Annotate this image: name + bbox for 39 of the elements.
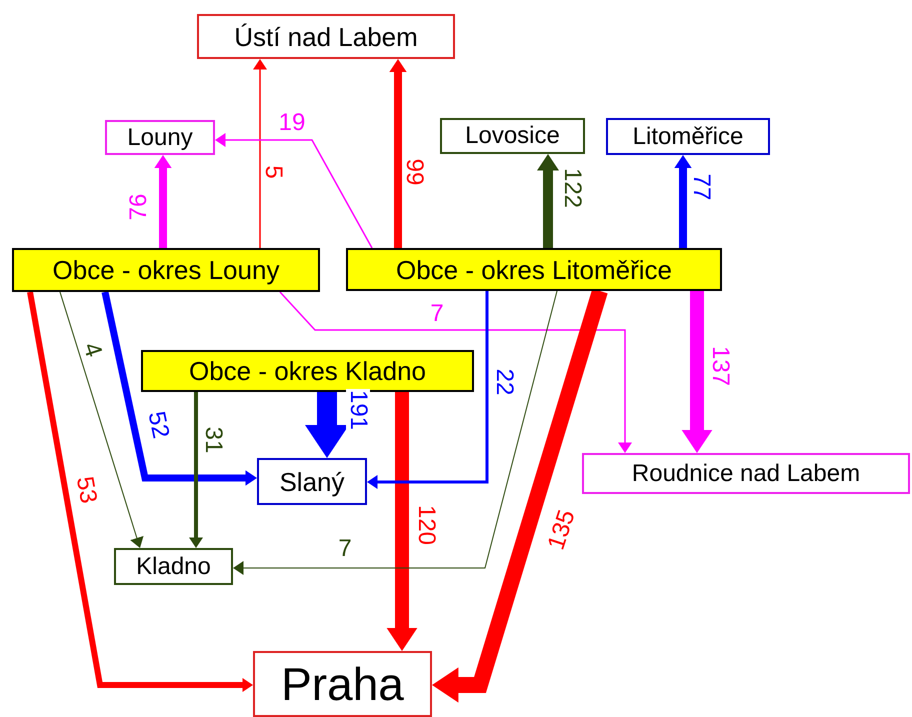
flow-arrow <box>386 392 418 651</box>
city-box <box>105 120 215 155</box>
district-box <box>141 350 474 392</box>
city-box <box>440 118 585 154</box>
flow-arrow <box>682 291 712 453</box>
city-box <box>257 458 367 505</box>
flow-arrow <box>537 154 559 248</box>
edge-label: 191 <box>346 388 370 432</box>
city-box <box>197 14 455 59</box>
city-name: Slaný <box>279 468 345 494</box>
city-name: Louny <box>127 126 193 150</box>
flow-arrow <box>279 292 632 453</box>
city-name: Roudnice nad Labem <box>632 462 860 486</box>
district-box <box>346 248 722 291</box>
district-name: Obce - okres Louny <box>52 257 280 283</box>
city-name: Praha <box>281 661 404 707</box>
flow-arrow <box>154 155 172 248</box>
city-box <box>606 118 770 155</box>
district-box <box>12 248 320 292</box>
district-name: Obce - okres Litoměřice <box>396 256 672 282</box>
flow-arrow <box>189 392 203 548</box>
flow-arrow <box>60 292 144 548</box>
flow-arrow <box>233 290 558 575</box>
city-name: Ústí nad Labem <box>234 24 418 50</box>
city-box <box>114 548 233 585</box>
flow-arrow <box>389 59 407 248</box>
flow-arrow <box>253 59 267 248</box>
flow-arrow <box>27 291 253 692</box>
flow-arrow <box>367 291 488 489</box>
city-box <box>582 453 910 494</box>
flow-arrow <box>674 155 692 248</box>
city-name: Kladno <box>136 554 211 578</box>
city-name: Litoměřice <box>632 124 744 148</box>
district-name: Obce - okres Kladno <box>188 358 426 384</box>
flow-arrow <box>102 291 257 486</box>
city-name: Lovosice <box>465 124 560 148</box>
flow-arrow <box>215 133 373 248</box>
city-box <box>253 651 432 717</box>
flow-arrow <box>432 288 608 703</box>
